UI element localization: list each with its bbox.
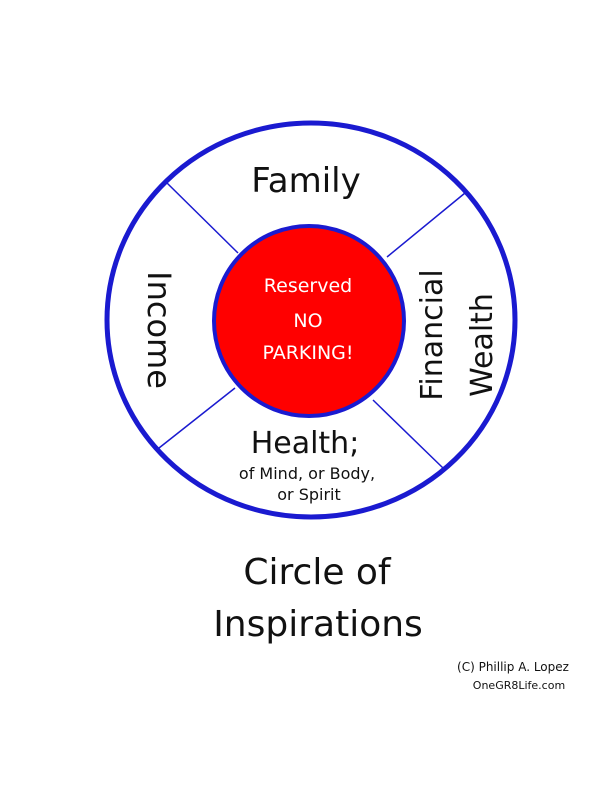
segment-family: Family: [251, 161, 360, 201]
title-line1: Circle of: [243, 552, 392, 593]
segment-health-sub1: of Mind, or Body,: [239, 464, 375, 483]
segment-income: Income: [140, 271, 178, 389]
segment-health-sub2: or Spirit: [277, 485, 341, 504]
divider-upper-right: [386, 192, 466, 258]
center-text-reserved: Reserved: [264, 275, 352, 297]
segment-wealth: Wealth: [465, 293, 500, 397]
center-circle: [212, 224, 406, 418]
divider-upper-left: [166, 182, 239, 254]
segment-health: Health;: [251, 426, 360, 461]
divider-lower-right: [372, 399, 444, 469]
credit-website: OneGR8Life.com: [473, 679, 565, 692]
segment-financial: Financial: [415, 269, 450, 400]
center-text-parking: PARKING!: [262, 342, 353, 364]
title-line2: Inspirations: [213, 604, 423, 645]
credit-author: (C) Phillip A. Lopez: [457, 660, 569, 674]
divider-lower-left: [158, 387, 236, 449]
center-text-no: NO: [293, 310, 322, 332]
